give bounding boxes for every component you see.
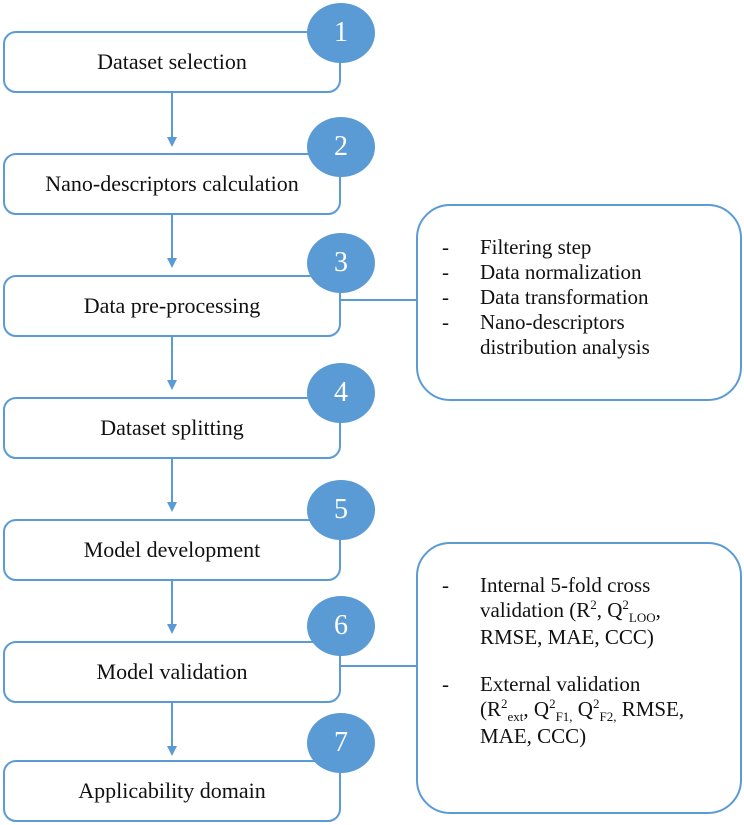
bullet-dash: - [442,672,449,696]
external-metrics-line: (R2ext, Q2F1, Q2F2, RMSE, [480,696,685,724]
item-text-line: Internal 5-fold cross [480,573,651,597]
list-item: - Nano-descriptors distribution analysis [418,310,740,360]
bullet-dash: - [442,285,449,309]
text-run: validation (R [480,598,591,622]
step-label: Dataset selection [97,49,247,74]
text-run: Q [607,598,623,622]
step-number-badge: 5 [307,480,375,540]
subscript: ext [507,709,524,724]
subscript: F1, [555,709,573,724]
step-box-data-preprocessing: Data pre-processing [3,275,341,337]
step-number-badge: 3 [307,233,375,293]
preprocessing-details-box: - Filtering step - Data normalization - … [416,204,742,401]
superscript: 2 [590,597,597,612]
step-number-badge: 7 [307,713,375,773]
item-text-line: distribution analysis [480,335,650,359]
superscript: 2 [549,696,556,711]
item-text: Data normalization [480,260,642,284]
list-item: - Filtering step [418,235,740,260]
item-text-line: External validation [480,672,641,696]
step-box-nano-descriptors-calculation: Nano-descriptors calculation [3,153,341,215]
item-text: Data transformation [480,285,649,309]
superscript: 2 [592,696,600,711]
step-number-badge: 1 [307,3,375,63]
list-item: - Data transformation [418,285,740,310]
validation-details-box: - Internal 5-fold cross validation (R2, … [416,542,742,814]
list-item: - Data normalization [418,260,740,285]
step-label: Model validation [96,659,248,684]
step-box-dataset-splitting: Dataset splitting [3,397,341,459]
bullet-dash: - [442,260,449,284]
item-text-line: Nano-descriptors [480,310,625,334]
step-label: Applicability domain [78,778,266,803]
item-text-line: MAE, CCC) [480,724,587,748]
superscript: 2 [622,597,629,612]
step-label: Dataset splitting [100,415,244,440]
step-number: 6 [334,610,348,641]
step-number: 2 [334,131,348,162]
spacer [418,650,740,672]
step-number-badge: 6 [307,596,375,656]
bullet-dash: - [442,573,449,597]
step-number: 4 [334,377,348,408]
step-number: 5 [334,494,348,525]
text-run: Q [533,697,550,721]
bullet-dash: - [442,310,449,334]
item-text-line: RMSE, MAE, CCC) [480,625,654,649]
item-text: Filtering step [480,235,592,259]
subscript: LOO [628,610,656,625]
validation-details-list: - Internal 5-fold cross validation (R2, … [418,573,740,749]
step-box-dataset-selection: Dataset selection [3,31,341,93]
internal-metrics-line: validation (R2, Q2LOO, [480,597,661,625]
step-number: 7 [334,727,348,758]
step-number-badge: 4 [307,363,375,423]
preprocessing-details-list: - Filtering step - Data normalization - … [418,235,740,360]
superscript: 2 [501,696,508,711]
bullet-dash: - [442,235,449,259]
step-label: Data pre-processing [83,293,261,318]
step-number: 3 [334,247,348,278]
text-run: (R [480,697,501,721]
subscript: F2, [599,709,617,724]
step-label: Model development [83,537,261,562]
text-run: RMSE, [621,697,685,721]
step-number-badge: 2 [307,117,375,177]
step-box-model-validation: Model validation [3,641,341,703]
list-item: - Internal 5-fold cross validation (R2, … [418,573,740,650]
list-item: - External validation (R2ext, Q2F1, Q2F2… [418,672,740,749]
step-label: Nano-descriptors calculation [45,171,299,196]
step-number: 1 [334,17,348,48]
step-box-model-development: Model development [3,519,341,581]
text-run: Q [577,697,593,721]
step-box-applicability-domain: Applicability domain [3,760,341,822]
